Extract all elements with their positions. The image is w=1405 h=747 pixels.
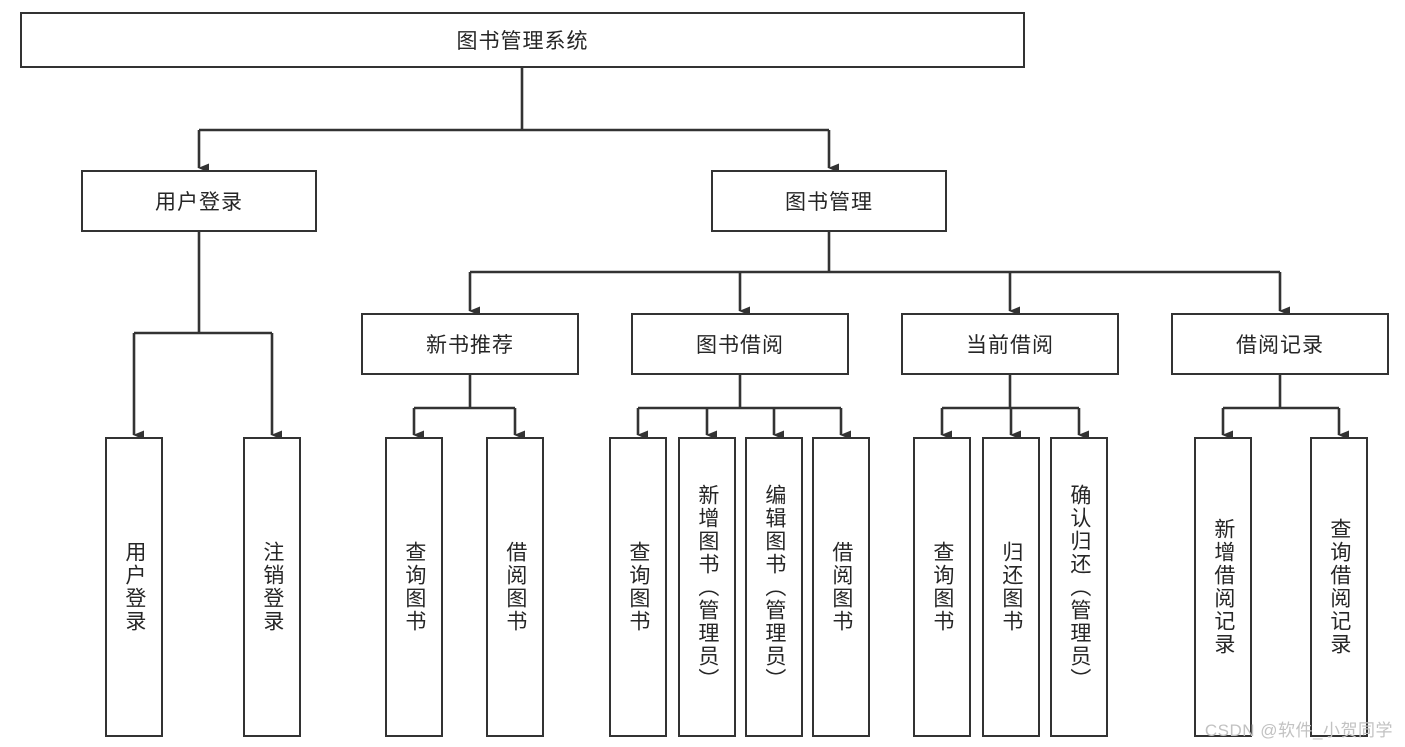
node-user-login[interactable]: 用户登录: [81, 170, 317, 232]
leaf-query-borrow-record[interactable]: 查询借阅记录: [1310, 437, 1368, 737]
node-book-management[interactable]: 图书管理: [711, 170, 947, 232]
node-borrow-record[interactable]: 借阅记录: [1171, 313, 1389, 375]
leaf-borrow-book-new[interactable]: 借阅图书: [486, 437, 544, 737]
leaf-return-book[interactable]: 归还图书: [982, 437, 1040, 737]
leaf-edit-book-admin[interactable]: 编辑图书（管理员）: [745, 437, 803, 737]
leaf-logout[interactable]: 注销登录: [243, 437, 301, 737]
csdn-watermark: CSDN @软件_小贺同学: [1204, 721, 1393, 740]
leaf-query-book-new[interactable]: 查询图书: [385, 437, 443, 737]
node-current-borrow[interactable]: 当前借阅: [901, 313, 1119, 375]
leaf-user-login[interactable]: 用户登录: [105, 437, 163, 737]
node-book-borrow[interactable]: 图书借阅: [631, 313, 849, 375]
leaf-query-book-borrow[interactable]: 查询图书: [609, 437, 667, 737]
node-new-book-recommend[interactable]: 新书推荐: [361, 313, 579, 375]
leaf-query-book-current[interactable]: 查询图书: [913, 437, 971, 737]
leaf-add-borrow-record[interactable]: 新增借阅记录: [1194, 437, 1252, 737]
node-root-system[interactable]: 图书管理系统: [20, 12, 1025, 68]
leaf-borrow-book[interactable]: 借阅图书: [812, 437, 870, 737]
leaf-add-book-admin[interactable]: 新增图书（管理员）: [678, 437, 736, 737]
leaf-confirm-return-admin[interactable]: 确认归还（管理员）: [1050, 437, 1108, 737]
